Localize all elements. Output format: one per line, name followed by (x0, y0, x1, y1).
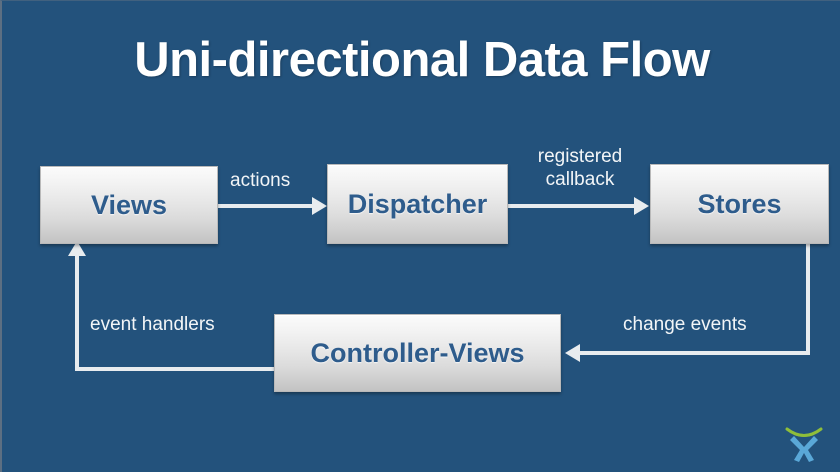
edge-actions-line (218, 204, 314, 208)
edge-label-event-handlers: event handlers (90, 314, 215, 335)
node-stores[interactable]: Stores (650, 164, 829, 244)
edge-label-actions: actions (230, 170, 291, 191)
arrow-right-icon-actions (312, 197, 327, 215)
node-views[interactable]: Views (40, 166, 218, 244)
node-dispatcher-label: Dispatcher (347, 188, 488, 219)
edge-label-registered-callback-line2: callback (545, 169, 615, 190)
node-views-label: Views (90, 189, 168, 220)
arrow-right-icon-callback (634, 197, 649, 215)
edge-label-registered-callback-line1: registered (537, 146, 623, 167)
edge-event-handlers-horizontal (75, 367, 278, 371)
edge-label-change-events: change events (623, 314, 747, 335)
exercism-x-logo-icon (785, 427, 823, 462)
node-controller-views-label: Controller-Views (310, 337, 525, 368)
node-dispatcher[interactable]: Dispatcher (327, 164, 508, 244)
edge-event-handlers-vertical (75, 253, 79, 371)
node-controller-views[interactable]: Controller-Views (274, 314, 561, 392)
node-stores-label: Stores (697, 188, 782, 219)
edge-label-registered-callback: registered callback (520, 145, 640, 191)
arrow-up-icon-event-handlers (68, 241, 86, 256)
edge-callback-line (508, 204, 636, 208)
page-title: Uni-directional Data Flow (134, 33, 710, 87)
arrow-left-icon-change-events (565, 344, 580, 362)
edge-change-events-horizontal (580, 351, 810, 355)
edge-change-events-vertical (806, 244, 810, 355)
